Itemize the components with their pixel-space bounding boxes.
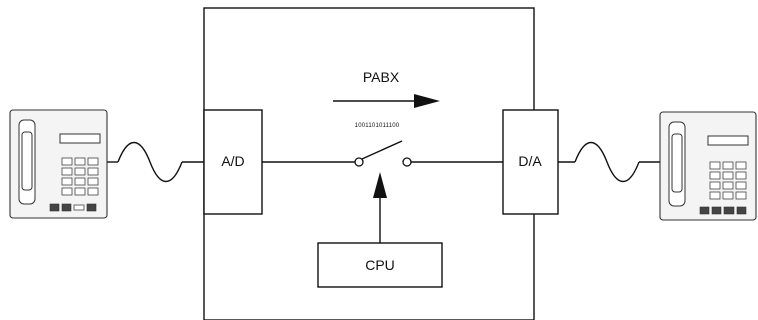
desk-telephone-icon (659, 111, 757, 221)
desk-telephone-icon (9, 109, 108, 219)
switch-lever (361, 140, 403, 160)
signal-flow-arrow (333, 94, 440, 108)
switch-contact-left (354, 157, 364, 167)
right-analog-signal (558, 142, 660, 182)
pabx-label: PABX (363, 69, 400, 85)
left-analog-signal (107, 142, 204, 182)
bit-stream-label: 1001101011100 (355, 123, 400, 129)
switch-contact-right (402, 157, 412, 167)
cpu-box (317, 242, 443, 288)
switch-circuit (262, 140, 503, 167)
da-converter-label: D/A (518, 153, 542, 169)
ad-converter-label: A/D (221, 153, 244, 169)
control-arrow (373, 172, 387, 243)
cpu-label: CPU (365, 257, 395, 273)
ad-converter-box (203, 109, 263, 215)
